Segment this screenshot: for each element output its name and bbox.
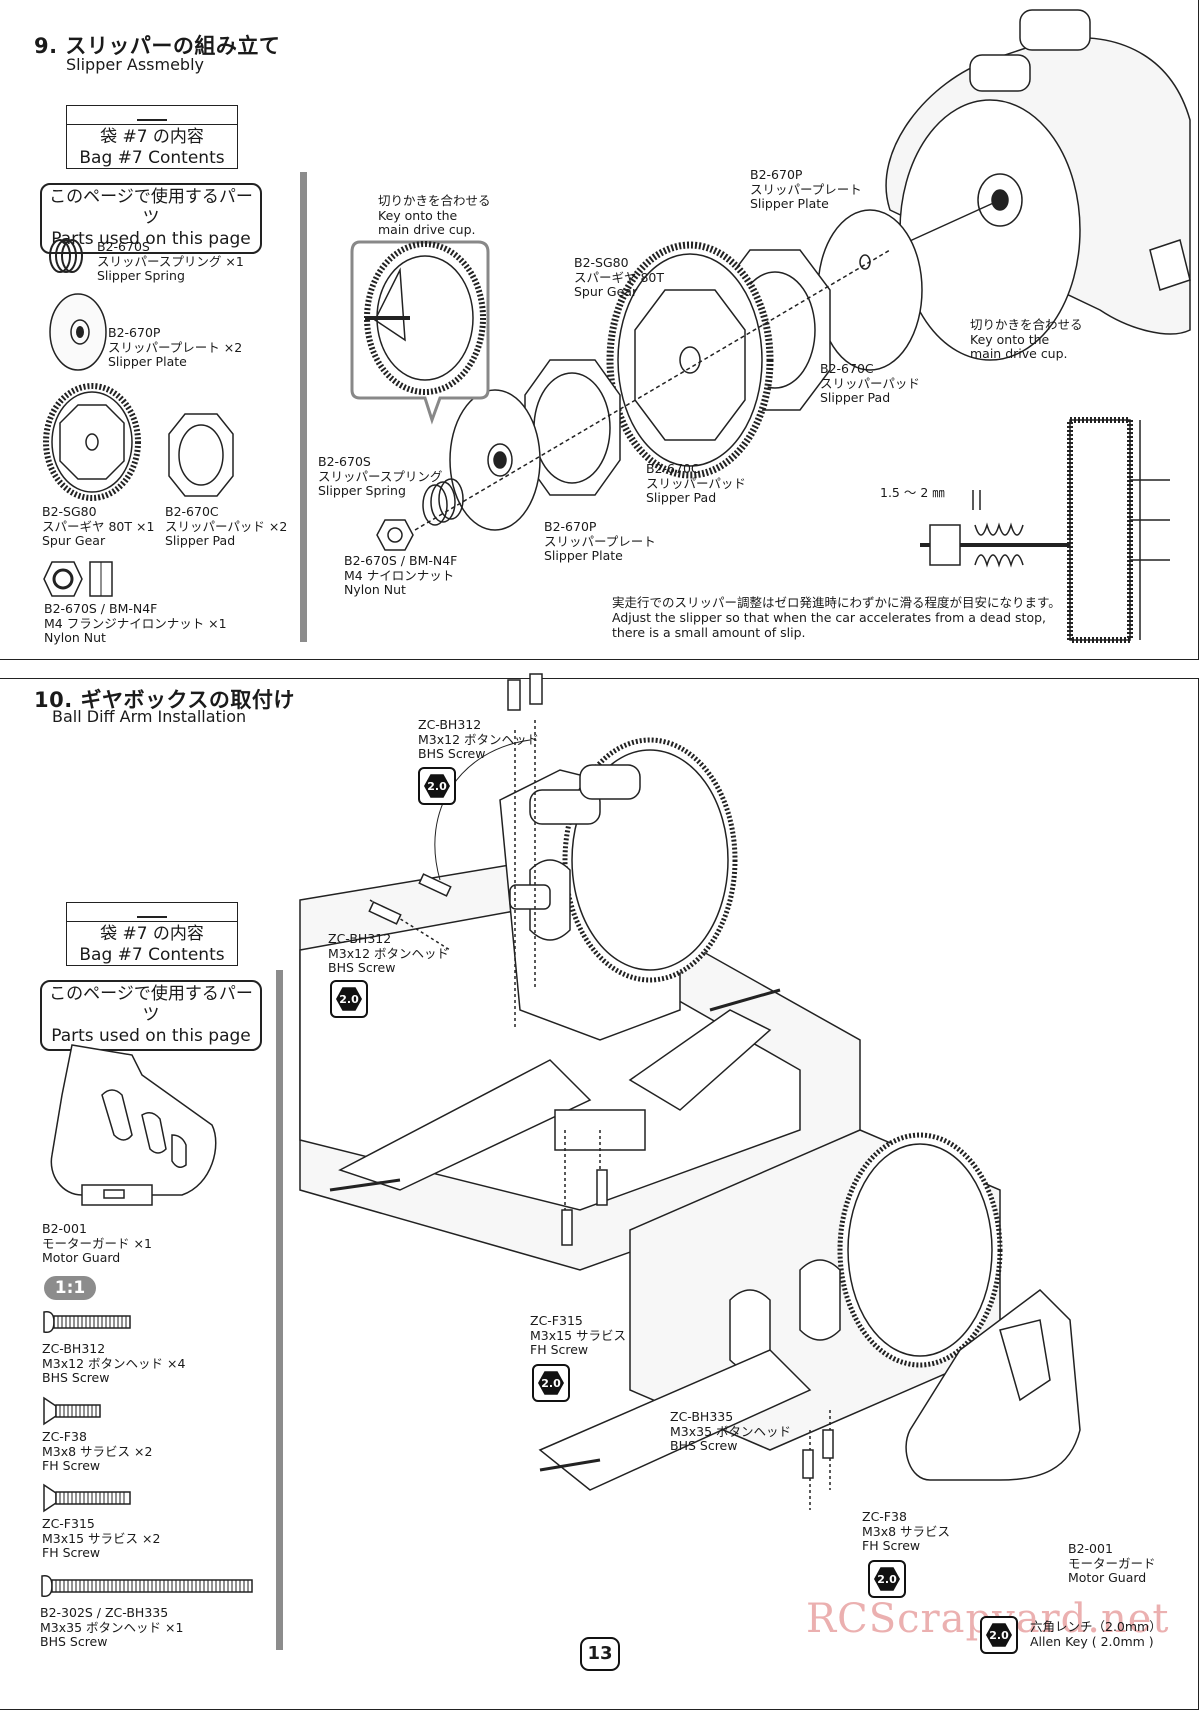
section-10-title-jp: 10. ギヤボックスの取付け [34, 688, 295, 712]
slipper-exploded-diagram [350, 9, 1191, 643]
adjust-note-en2: there is a small amount of slip. [612, 625, 806, 640]
section-9-panel [0, 0, 1199, 660]
spring-part-image [49, 239, 83, 273]
section-9-title-en: Slipper Assmebly [66, 55, 204, 74]
bag-dash [67, 106, 237, 125]
section-10-title-en: Ball Diff Arm Installation [52, 707, 247, 726]
hex-wrench-icon: 2.0 [336, 987, 362, 1011]
gearbox-installation-diagram [299, 673, 1081, 1510]
hex-wrench-icon: 2.0 [424, 774, 450, 798]
tool-badge-bh312-left: 2.0 [330, 980, 368, 1018]
f38-screw-image [43, 1396, 101, 1426]
bag-label-jp-10: 袋 #7 の内容 [100, 924, 204, 944]
adjust-note: 実走行でのスリッパー調整はゼロ発進時にわずかに滑る程度が目安になります。 Adj… [612, 595, 1061, 640]
bh312-screw-image [43, 1310, 131, 1334]
page-number: 13 [580, 1637, 620, 1671]
hex-wrench-icon: 2.0 [986, 1623, 1012, 1647]
parts-used-jp: このページで使用するパーツ [49, 187, 253, 228]
hex-wrench-icon: 2.0 [874, 1567, 900, 1591]
f315-screw-image [43, 1483, 131, 1513]
section-9-divider [300, 172, 307, 642]
slipper-plate-part-image [49, 293, 107, 371]
callout-gap: 1.5 ～ 2 ㎜ [880, 485, 945, 500]
bag-dash-10 [67, 903, 237, 922]
tool-badge-f315: 2.0 [532, 1364, 570, 1402]
hex-wrench-icon: 2.0 [538, 1371, 564, 1395]
parts-used-box: このページで使用するパーツ Parts used on this page [40, 183, 262, 254]
parts-used-en-10: Parts used on this page [51, 1026, 251, 1046]
adjust-note-jp: 実走行でのスリッパー調整はゼロ発進時にわずかに滑る程度が目安になります。 [612, 595, 1061, 610]
parts-used-jp-10: このページで使用するパーツ [49, 984, 253, 1025]
bag-label-en: Bag #7 Contents [79, 148, 225, 168]
parts-used-box-10: このページで使用するパーツ Parts used on this page [40, 980, 262, 1051]
motor-guard-part-image [50, 1044, 217, 1206]
spur-gear-part-image [43, 383, 141, 501]
parts-used-en: Parts used on this page [51, 229, 251, 249]
bag-contents-box-10: 袋 #7 の内容 Bag #7 Contents [66, 902, 238, 966]
bag-label-jp: 袋 #7 の内容 [100, 127, 204, 147]
scale-1-to-1-badge: 1:1 [44, 1276, 96, 1300]
bag-label-en-10: Bag #7 Contents [79, 945, 225, 965]
allen-key-label: 六角レンチ（2.0mm）Allen Key ( 2.0mm ) [1030, 1619, 1162, 1649]
bag-contents-box: 袋 #7 の内容 Bag #7 Contents [66, 105, 238, 169]
section-10-divider [276, 970, 283, 1650]
bh335-screw-image [41, 1574, 253, 1598]
tool-badge-bh312-top: 2.0 [418, 767, 456, 805]
adjust-note-en1: Adjust the slipper so that when the car … [612, 610, 1047, 625]
tool-badge-f38: 2.0 [868, 1560, 906, 1598]
slipper-pad-part-image [168, 413, 234, 497]
section-9-title-jp: 9. スリッパーの組み立て [34, 34, 281, 58]
allen-key-badge: 2.0 [980, 1616, 1018, 1654]
nylon-nut-part-image [43, 561, 113, 597]
